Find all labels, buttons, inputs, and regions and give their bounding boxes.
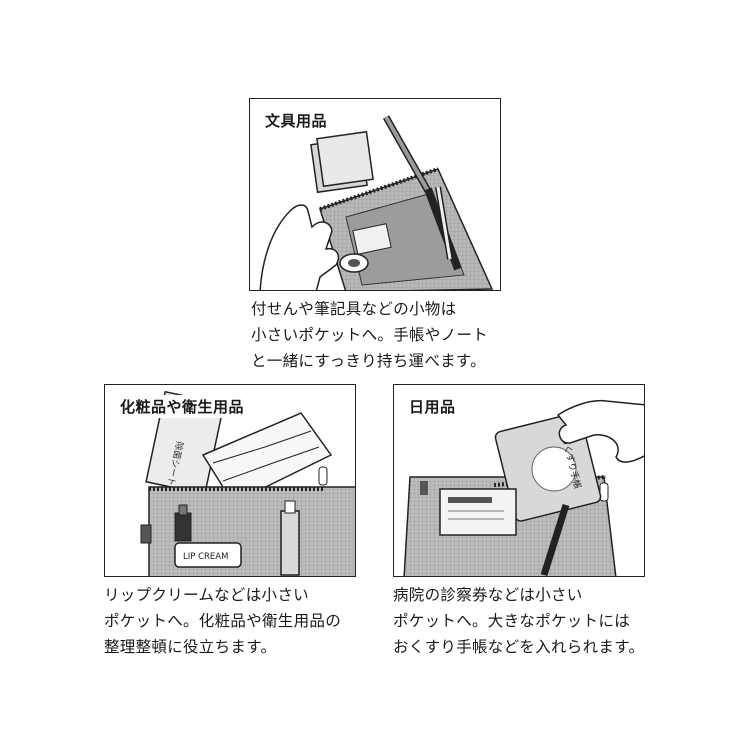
daily-items-caption: 病院の診察券などは小さい ポケットへ。大きなポケットには おくすり手帳などを入れ…: [393, 586, 645, 656]
lip-cream-label: LIP CREAM: [183, 552, 228, 562]
daily-items-illustration-panel: おくすり手帳 日用品: [393, 384, 645, 577]
patient-card: [439, 488, 517, 536]
stationery-caption: 付せんや筆記具などの小物は 小さいポケットへ。手帳やノート と一緒にすっきり持ち…: [251, 300, 489, 370]
stationery-illustration: [259, 115, 494, 290]
lip-cream: LIP CREAM: [174, 542, 242, 568]
daily-items-illustration: おくすり手帳: [403, 399, 644, 576]
panel-title: 化粧品や衛生用品: [117, 395, 248, 418]
panel-title: 日用品: [406, 395, 459, 418]
hand: [259, 204, 340, 290]
cosmetics-caption: リップクリームなどは小さい ポケットへ。化粧品や衛生用品の 整理整頓に役立ちます…: [104, 586, 342, 656]
sticky-note-pad: [310, 130, 374, 194]
hand: [556, 399, 644, 463]
cosmetic-bottles: [174, 500, 300, 576]
pen: [540, 503, 570, 576]
pens: [382, 115, 462, 271]
cosmetics-illustration-panel: 除菌シート LIP CREAM 化粧品や衛生用品: [104, 384, 356, 577]
panel-title: 文具用品: [262, 109, 331, 132]
cosmetics-illustration: 除菌シート LIP CREAM: [140, 390, 355, 576]
stationery-illustration-panel: 文具用品: [249, 98, 501, 291]
